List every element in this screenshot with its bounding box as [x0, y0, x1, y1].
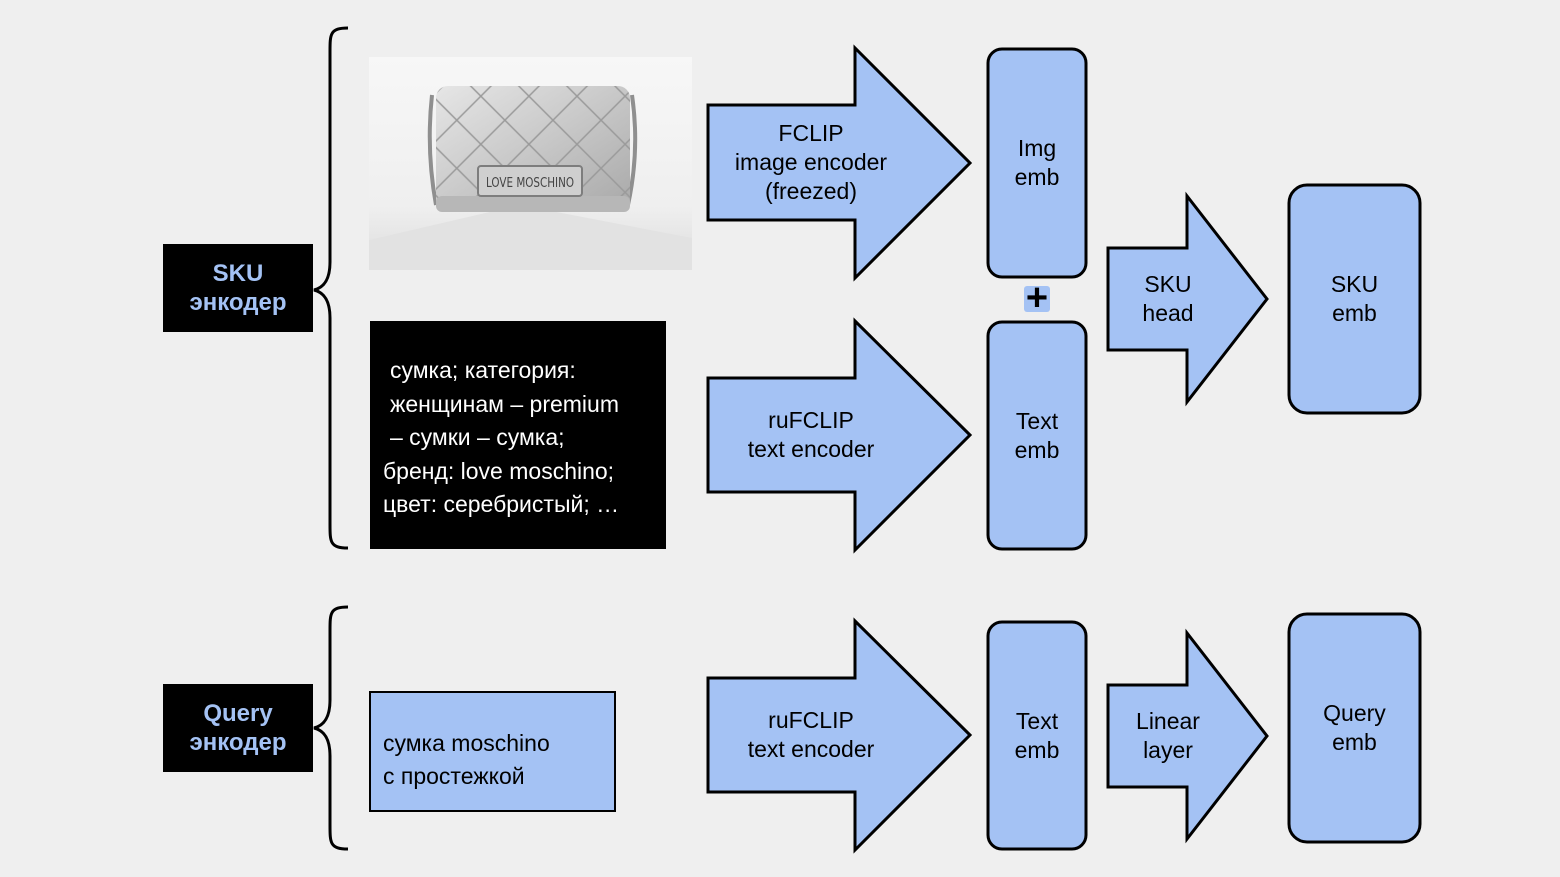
sku-text-emb-box: [986, 320, 1088, 551]
query-text-box: сумка moschino с простежкой: [369, 691, 616, 812]
product-text-line: сумка; категория:: [390, 357, 576, 383]
product-description-box: сумка; категория: женщинам – premium – с…: [370, 321, 666, 549]
product-text-line: – сумки – сумка;: [390, 424, 565, 450]
product-text-line: цвет: серебристый; …: [383, 491, 620, 517]
query-text-encoder-arrow: [706, 617, 973, 854]
sku-encoder-label: SKU энкодер: [163, 244, 313, 332]
linear-layer-arrow: [1106, 628, 1269, 844]
query-text-emb-box: [986, 620, 1088, 851]
sku-text-encoder-arrow: [706, 317, 973, 554]
query-text-line: с простежкой: [383, 763, 525, 789]
sku-encoder-brace: [313, 26, 349, 550]
bag-plate-text: LOVE MOSCHINO: [486, 176, 574, 191]
plus-badge-bg: [1024, 286, 1050, 312]
query-text-line: сумка moschino: [383, 730, 550, 756]
image-encoder-arrow: [706, 44, 973, 282]
product-description-text: сумка; категория: женщинам – premium – с…: [383, 354, 619, 522]
product-photo: LOVE MOSCHINO: [369, 57, 692, 270]
sku-emb-box: [1287, 183, 1422, 415]
product-text-line: женщинам – premium: [390, 390, 619, 417]
img-emb-box: [986, 47, 1088, 279]
query-emb-box: [1287, 612, 1422, 844]
query-encoder-brace: [313, 605, 349, 851]
query-encoder-label: Query энкодер: [163, 684, 313, 772]
sku-head-arrow: [1106, 191, 1269, 407]
product-text-line: бренд: love moschino;: [383, 457, 615, 484]
